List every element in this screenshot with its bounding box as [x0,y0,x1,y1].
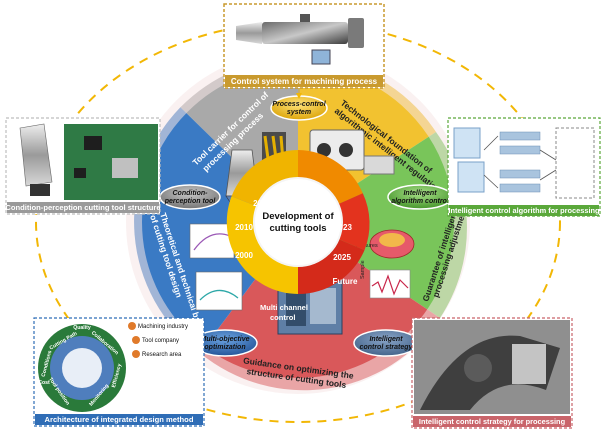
center-title-2: cutting tools [270,223,327,234]
legend-machining-industry: Machining industry [138,324,188,330]
legend-research-area: Research area [142,352,182,358]
panel-bottom-left: Quality Cutting Path Conditions Tool pos… [33,317,205,427]
node-intelligent-algorithm-1: Intelligent [403,190,437,197]
panel-bottom-right: Intelligent control strategy for process… [411,317,573,429]
year-2020: 2020 [311,199,329,208]
panel-right: Intelligent control algorithm for proces… [447,117,601,217]
node-multi-objective-1: Multi-objective [200,336,249,343]
year-2015: 2015 [253,199,271,208]
panel-bottom-right-caption: Intelligent control strategy for process… [419,417,566,426]
node-multi-objective-2: optimization [204,344,245,351]
year-2023: 2023 [334,223,352,232]
arch-word-cost: Cost [38,380,50,386]
year-2010: 2010 [235,223,253,232]
year-future: Future [333,277,358,286]
node-intelligent-control-strategy-2: control strategy [360,344,414,351]
node-intelligent-algorithm: Intelligent algorithm control [387,184,453,210]
panel-bottom-left-caption: Architecture of integrated design method [45,415,194,424]
node-intelligent-control-strategy-1: Intelligent [369,336,403,343]
sample-label: Sample [360,260,366,279]
spindle-cone-illustration [236,22,262,44]
center-disc [253,177,343,267]
node-intelligent-algorithm-2: algorithm control [391,198,450,205]
future-arrow [322,262,342,284]
multi-channel-label-2: control [270,313,295,322]
panel-left-caption: Condition-perception cutting tool struct… [5,203,160,212]
panel-top-caption: Control system for machining process [231,77,378,86]
node-process-control: Process-control system [270,95,328,121]
node-condition-perception-2: perception tool [164,198,217,205]
circuit-board-illustration [64,124,158,200]
tool-holder-illustration [19,123,53,187]
node-condition-perception-1: Condition- [173,190,209,197]
architecture-ring-inner [62,348,102,388]
timeline-ring [226,150,370,295]
contour-plot-1-illustration [189,223,235,259]
node-process-control-1: Process-control [272,101,326,108]
year-2000: 2000 [235,251,253,260]
ring-segment-green [298,132,467,318]
panel-right-caption: Intelligent control algorithm for proces… [448,206,600,215]
features-label: Features [356,243,378,249]
panel-top: Control system for machining process [223,3,385,89]
node-intelligent-control-strategy: Intelligent control strategy [353,329,419,357]
legend-tool-company: Tool company [142,338,179,344]
year-2025: 2025 [333,253,351,262]
spindle-body-illustration [262,22,348,44]
input-grid-illustration [453,127,481,159]
architecture-legend: Machining industry Tool company Research… [128,322,188,358]
controller-box-illustration [311,49,331,65]
multi-channel-label-1: Multi channel [260,303,308,312]
node-process-control-2: system [287,109,311,116]
panel-left: Condition-perception cutting tool struct… [5,117,161,215]
center-title-1: Development of [262,211,334,222]
node-condition-perception: Condition- perception tool [159,184,221,210]
arch-word-quality: Quality [73,325,91,331]
